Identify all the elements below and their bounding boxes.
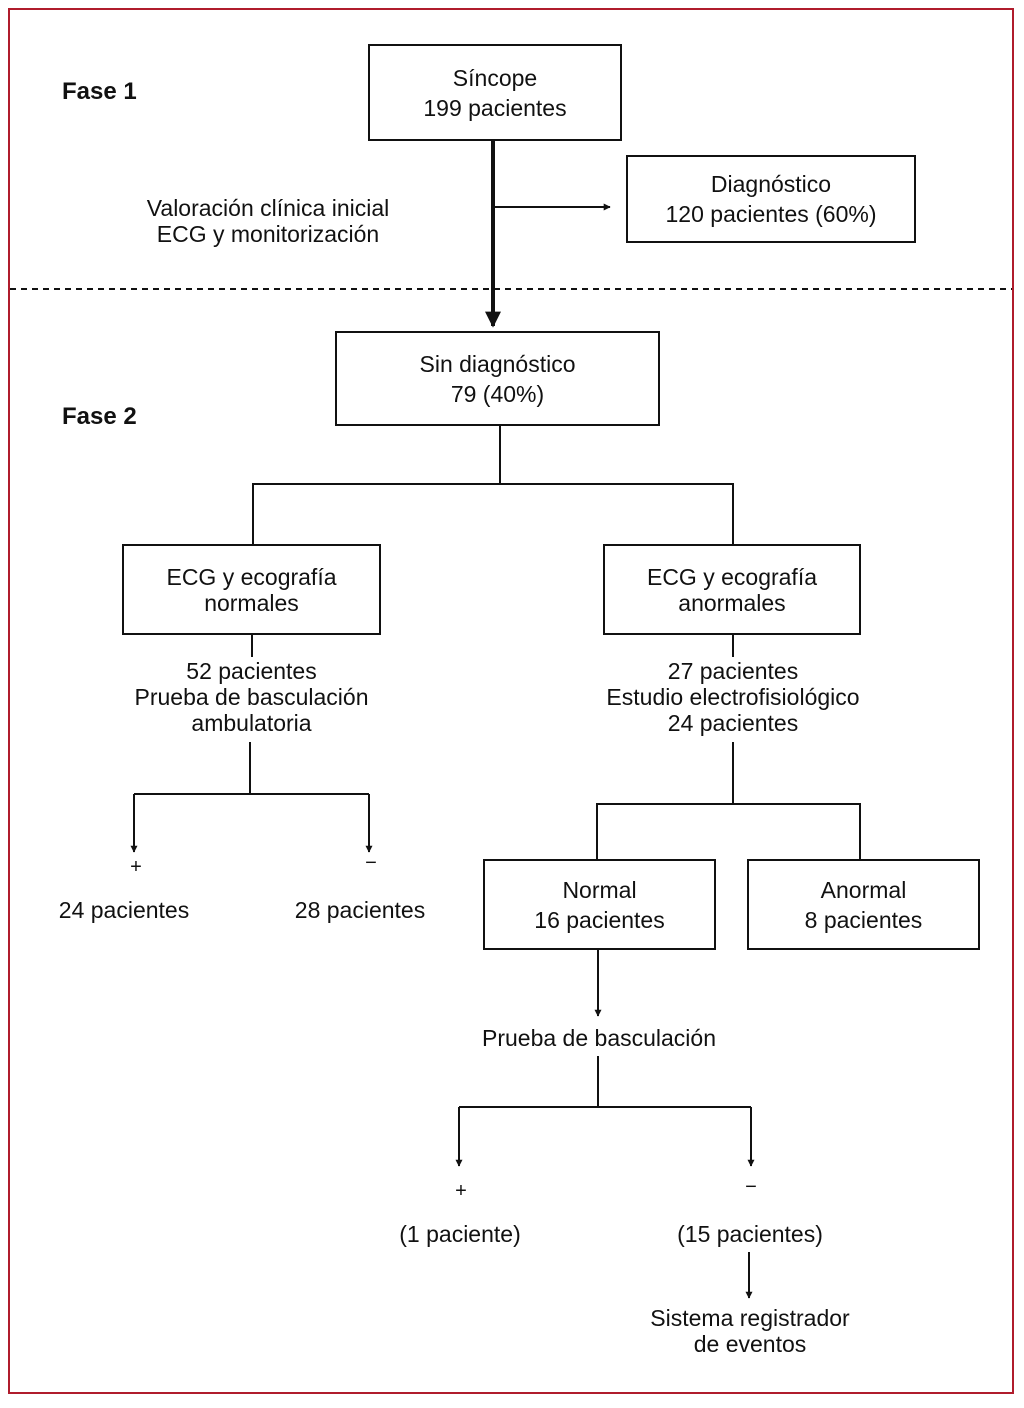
abnormal-ecg-box: ECG y ecografía anormales: [603, 544, 861, 635]
event-recorder-line1: Sistema registrador: [650, 1305, 850, 1331]
abnormal-ecg-line2: anormales: [678, 589, 786, 616]
connector-right-bar: [596, 803, 861, 860]
left-branch-test: Prueba de basculación: [134, 684, 369, 710]
no-diagnosis-title: Sin diagnóstico: [419, 350, 576, 377]
eps-normal-title: Normal: [562, 876, 637, 903]
right-branch-test: Estudio electrofisiológico: [606, 684, 860, 710]
tilt-negative-sign: −: [745, 1176, 757, 1198]
diagnosis-title: Diagnóstico: [710, 171, 832, 197]
left-branch-test-type: ambulatoria: [191, 710, 312, 736]
no-diagnosis-box: Sin diagnóstico 79 (40%): [335, 331, 660, 426]
event-recorder-label: Sistema registrador de eventos: [630, 1305, 870, 1357]
eps-normal-box: Normal 16 pacientes: [483, 859, 716, 950]
left-negative-sign: −: [365, 852, 377, 874]
phase-1-label: Fase 1: [62, 78, 137, 105]
syncope-box: Síncope 199 pacientes: [368, 44, 622, 141]
no-diagnosis-count: 79 (40%): [450, 380, 545, 407]
tilt-positive-count: (1 paciente): [399, 1221, 521, 1247]
right-branch-count: 27 pacientes: [667, 658, 799, 684]
abnormal-ecg-line1: ECG y ecografía: [646, 563, 818, 590]
syncope-title: Síncope: [452, 64, 538, 91]
figure-frame: [8, 8, 1014, 1394]
eps-abnormal-box: Anormal 8 pacientes: [747, 859, 980, 950]
left-positive-count: 24 pacientes: [58, 897, 190, 923]
tilt-test-label: Prueba de basculación: [482, 1025, 716, 1051]
right-branch-tested-count: 24 pacientes: [667, 710, 799, 736]
left-branch-count: 52 pacientes: [186, 658, 317, 684]
eps-abnormal-count: 8 pacientes: [804, 906, 923, 933]
event-recorder-line2: de eventos: [693, 1331, 807, 1357]
syncope-count: 199 pacientes: [423, 94, 567, 121]
diagnosis-box: Diagnóstico 120 pacientes (60%): [626, 155, 916, 243]
left-negative-count: 28 pacientes: [294, 897, 426, 923]
initial-evaluation-label: Valoración clínica inicial ECG y monitor…: [140, 195, 396, 247]
diagnosis-count: 120 pacientes (60%): [665, 201, 877, 227]
eps-abnormal-title: Anormal: [820, 876, 907, 903]
connector-split-bar: [252, 483, 734, 544]
initial-evaluation-line1: Valoración clínica inicial: [146, 195, 390, 221]
left-positive-sign: +: [130, 856, 142, 878]
initial-evaluation-line2: ECG y monitorización: [156, 221, 380, 247]
phase-2-label: Fase 2: [62, 403, 137, 430]
left-branch-label: 52 pacientes Prueba de basculación ambul…: [122, 658, 381, 736]
normal-ecg-line2: normales: [204, 589, 299, 616]
tilt-negative-count: (15 pacientes): [677, 1221, 823, 1247]
tilt-positive-sign: +: [455, 1180, 467, 1202]
normal-ecg-line1: ECG y ecografía: [166, 563, 337, 590]
normal-ecg-box: ECG y ecografía normales: [122, 544, 381, 635]
eps-normal-count: 16 pacientes: [534, 906, 665, 933]
right-branch-label: 27 pacientes Estudio electrofisiológico …: [583, 658, 883, 736]
